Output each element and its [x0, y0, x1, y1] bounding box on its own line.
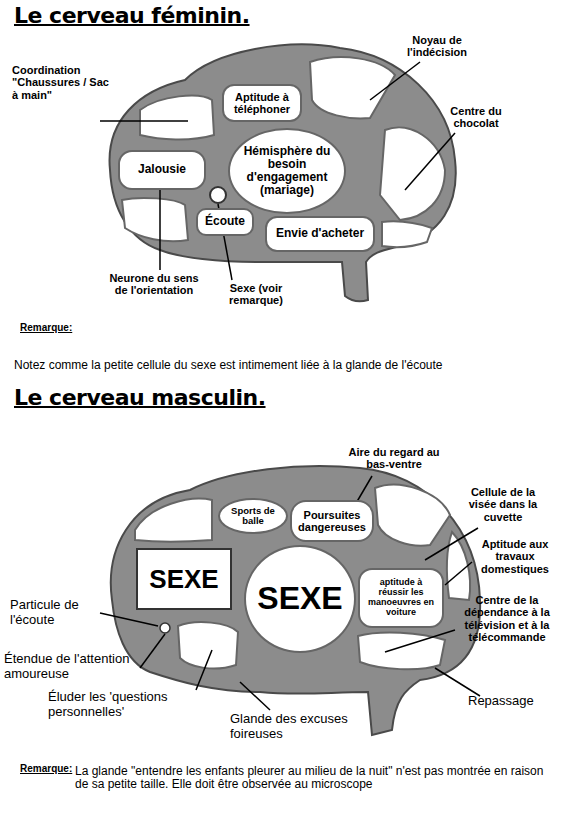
callout-label: Aire du regard au bas-ventre — [338, 446, 450, 471]
brain-outline — [110, 45, 456, 302]
region-label: Poursuites dangereuses — [296, 509, 368, 533]
callout-label: Centre de la dépendance à la télévision … — [452, 594, 562, 643]
brain-region: Écoute — [196, 208, 254, 236]
callout-label: Étendue de l'attention amoureuse — [4, 652, 142, 681]
brain-region: Envie d'acheter — [265, 216, 375, 252]
callout-label: Coordination "Chaussures / Sac à main" — [12, 64, 112, 101]
callout-label: Particule de l'écoute — [10, 598, 102, 627]
callout-label: Sexe (voir remarque) — [206, 282, 306, 307]
callout-label: Aptitude aux travaux domestiques — [468, 538, 562, 575]
brain-region-ellipse: SEXE — [244, 545, 356, 653]
brain-region: Jalousie — [118, 150, 206, 190]
callout-label: Glande des excuses foireuses — [230, 712, 360, 741]
region-label: Hémisphère du besoin d'engagement (maria… — [236, 145, 338, 198]
brain-region: aptitude à réussir les manoeuvres en voi… — [358, 568, 444, 628]
region-label: Écoute — [205, 215, 245, 228]
section-title: Le cerveau masculin. — [14, 386, 266, 411]
brain-region: SEXE — [136, 548, 232, 610]
callout-label: Noyau de l'indécision — [396, 34, 478, 59]
region-label: Sports de balle — [226, 506, 280, 527]
region-label: aptitude à réussir les manoeuvres en voi… — [364, 578, 438, 618]
listening-particle — [160, 623, 170, 633]
callout-label: Éluder les 'questions personnelles' — [48, 690, 220, 719]
region-label: Envie d'acheter — [276, 227, 364, 240]
brain-region: Aptitude à téléphoner — [222, 84, 302, 122]
callout-label: Neurone du sens de l'orientation — [108, 272, 200, 297]
callout-label: Centre du chocolat — [440, 105, 512, 130]
brain-region-ellipse: Sports de balle — [218, 498, 288, 534]
callout-label: Repassage — [468, 694, 560, 709]
sex-cell — [210, 187, 226, 203]
region-label: Jalousie — [138, 163, 186, 176]
leader-lines — [100, 476, 480, 710]
callout-label: La glande "entendre les enfants pleurer … — [75, 765, 555, 792]
note-heading: Remarque: — [20, 322, 100, 333]
leader-lines — [100, 62, 455, 280]
brain-regions — [135, 485, 470, 670]
callout-label: Notez comme la petite cellule du sexe es… — [14, 359, 559, 372]
female-brain — [100, 45, 456, 302]
brain-region-ellipse: Hémisphère du besoin d'engagement (maria… — [228, 128, 346, 214]
page-title: Le cerveau féminin. — [14, 4, 250, 29]
region-label: SEXE — [149, 565, 218, 594]
callout-label: Cellule de la visée dans la cuvette — [462, 486, 544, 523]
region-label: SEXE — [257, 581, 342, 616]
brain-region: Poursuites dangereuses — [290, 500, 374, 542]
region-label: Aptitude à téléphoner — [228, 91, 296, 115]
